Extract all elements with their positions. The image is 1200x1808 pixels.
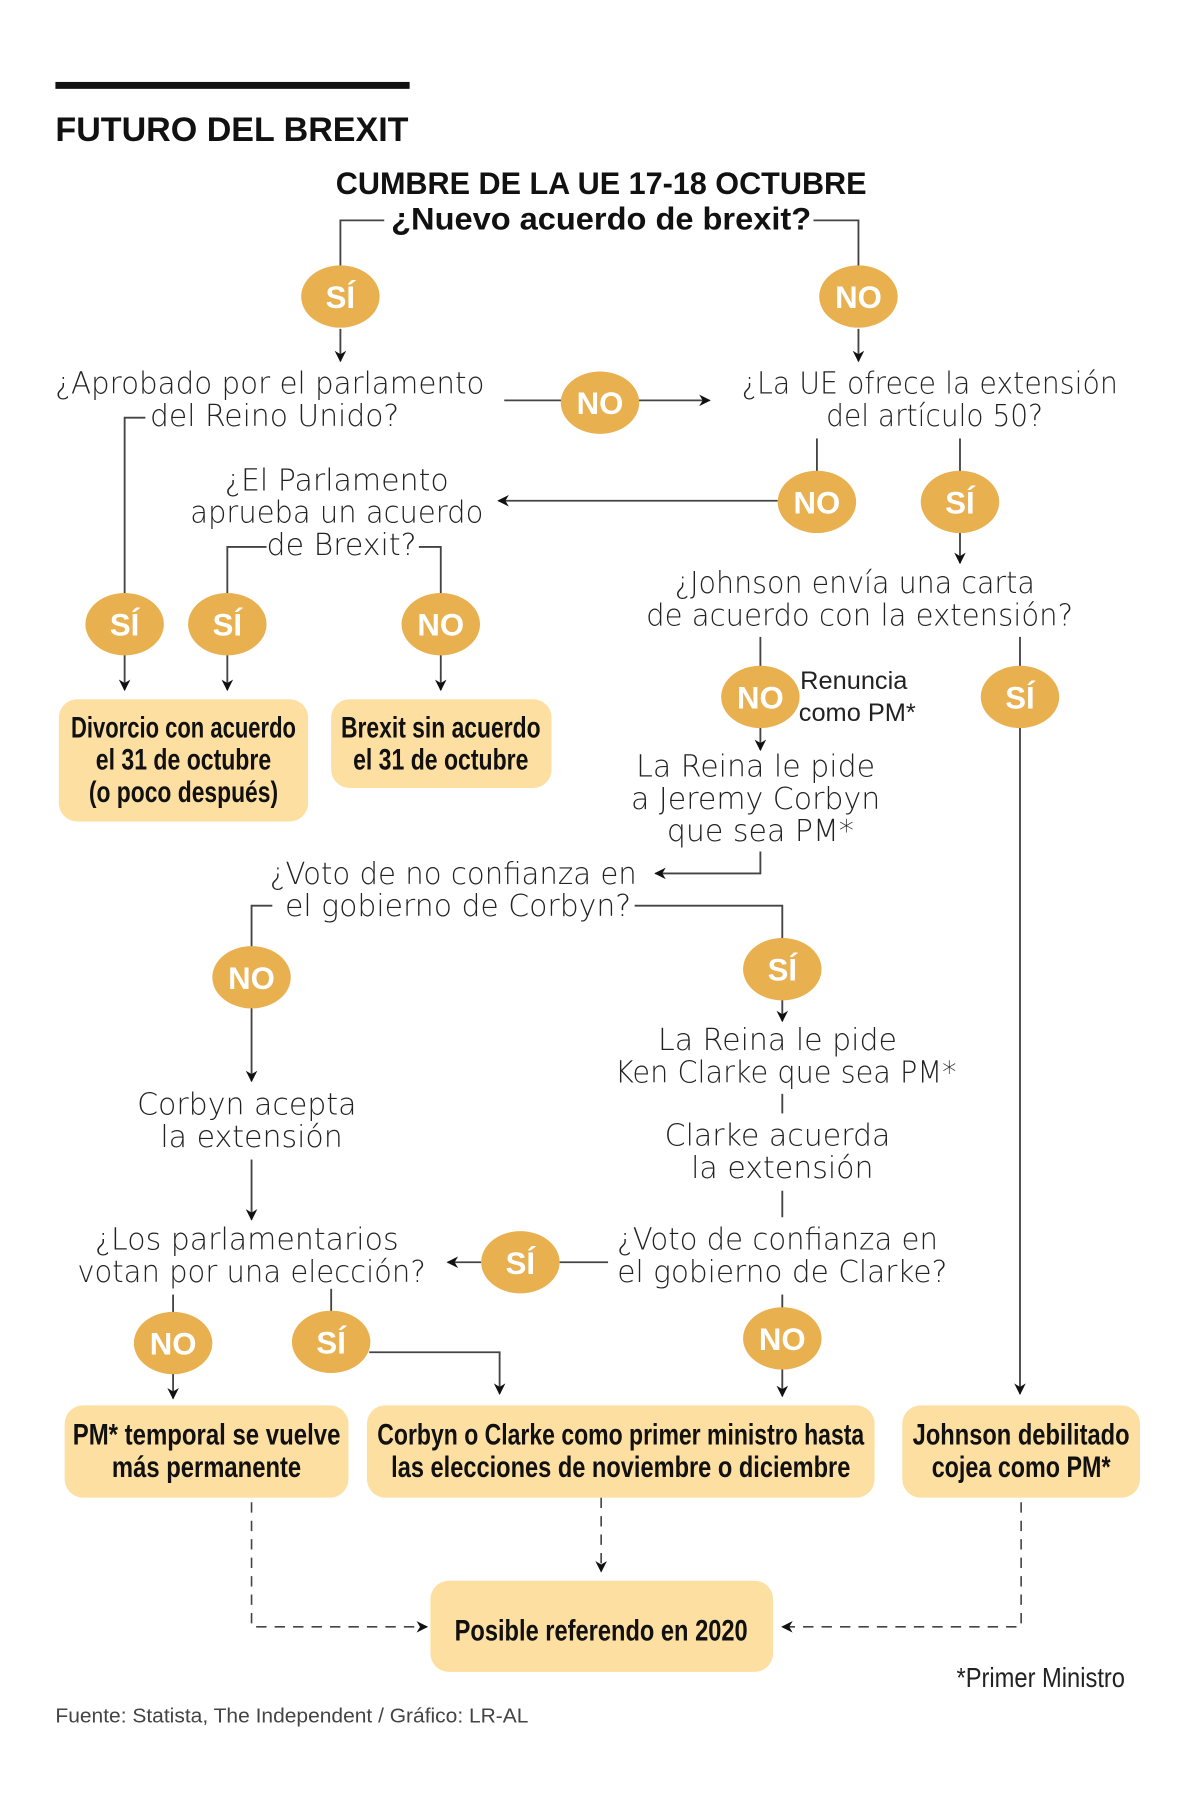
resign-note: Renuncia como PM* (799, 667, 916, 727)
page-title: FUTURO DEL BREXIT (55, 111, 408, 149)
outcome-referendum: Posible referendo en 2020 (430, 1580, 774, 1672)
summit-question: ¿Nuevo acuerdo de brexit? (391, 202, 811, 237)
answer-yes-3: SÍ (85, 593, 164, 656)
footnote: *Primer Ministro (957, 1662, 1125, 1693)
svg-text:SÍ: SÍ (326, 280, 357, 315)
title-bar (55, 81, 410, 89)
answer-yes-6: SÍ (743, 938, 822, 1001)
svg-text:SÍ: SÍ (506, 1246, 537, 1281)
svg-text:NO: NO (835, 280, 882, 315)
svg-text:NO: NO (794, 485, 841, 520)
outcome-corbyn-clarke: Corbyn o Clarke como primer ministro has… (366, 1405, 875, 1498)
svg-text:NO: NO (577, 386, 624, 421)
svg-text:SÍ: SÍ (1005, 680, 1036, 715)
source-credit: Fuente: Statista, The Independent / Gráf… (55, 1705, 528, 1728)
svg-text:NO: NO (150, 1327, 197, 1362)
svg-text:NO: NO (737, 680, 784, 715)
answer-no-2: NO (560, 371, 640, 434)
answer-no-3: NO (777, 470, 857, 534)
answer-no-8: NO (743, 1307, 822, 1370)
svg-text:NO: NO (417, 608, 464, 643)
svg-text:Corbyn o Clarke como primer mi: Corbyn o Clarke como primer ministro has… (377, 1419, 864, 1484)
svg-text:NO: NO (759, 1322, 806, 1357)
answer-yes-8: SÍ (291, 1310, 371, 1374)
answer-no-1: NO (819, 265, 898, 328)
question-confidence-clarke: ¿Voto de confianza en el gobierno de Cla… (617, 1223, 947, 1290)
question-eu-extension: ¿La UE ofrece la extensión del artículo … (742, 366, 1128, 433)
question-parliament-deal: ¿El Parlamento aprueba un acuerdo de Bre… (190, 463, 493, 563)
answer-yes-5: SÍ (980, 665, 1060, 729)
svg-text:SÍ: SÍ (110, 608, 141, 643)
step-queen-asks-corbyn: La Reina le pide a Jeremy Corbyn que sea… (631, 750, 890, 850)
answer-no-6: NO (212, 946, 291, 1009)
svg-text:Posible referendo en 2020: Posible referendo en 2020 (455, 1615, 748, 1648)
step-queen-asks-clarke: La Reina le pide Ken Clarke que sea PM* (615, 1023, 957, 1090)
svg-text:NO: NO (228, 961, 275, 996)
answer-yes-2: SÍ (920, 470, 1000, 534)
answer-yes-7: SÍ (481, 1231, 560, 1294)
answer-no-5: NO (721, 665, 800, 729)
svg-text:SÍ: SÍ (213, 608, 244, 643)
step-clarke-agrees: Clarke acuerda la extensión (665, 1119, 900, 1186)
svg-text:SÍ: SÍ (316, 1325, 347, 1360)
answer-yes-1: SÍ (301, 265, 380, 328)
question-parliament-approves: ¿Aprobado por el parlamento del Reino Un… (55, 366, 494, 433)
step-corbyn-accepts: Corbyn acepta la extensión (137, 1088, 366, 1155)
question-no-confidence-corbyn: ¿Voto de no confianza en el gobierno de … (270, 857, 646, 924)
svg-text:SÍ: SÍ (768, 953, 799, 988)
question-mps-election: ¿Los parlamentarios votan por una elecci… (77, 1223, 425, 1290)
answer-yes-4: SÍ (188, 593, 267, 656)
summit-title: CUMBRE DE LA UE 17-18 OCTUBRE (336, 166, 867, 201)
connectors (118, 219, 1026, 1633)
svg-text:SÍ: SÍ (945, 485, 976, 520)
question-johnson-letter: ¿Johnson envía una carta de acuerdo con … (646, 566, 1073, 633)
answer-no-4: NO (401, 593, 481, 656)
answer-no-7: NO (133, 1311, 213, 1375)
